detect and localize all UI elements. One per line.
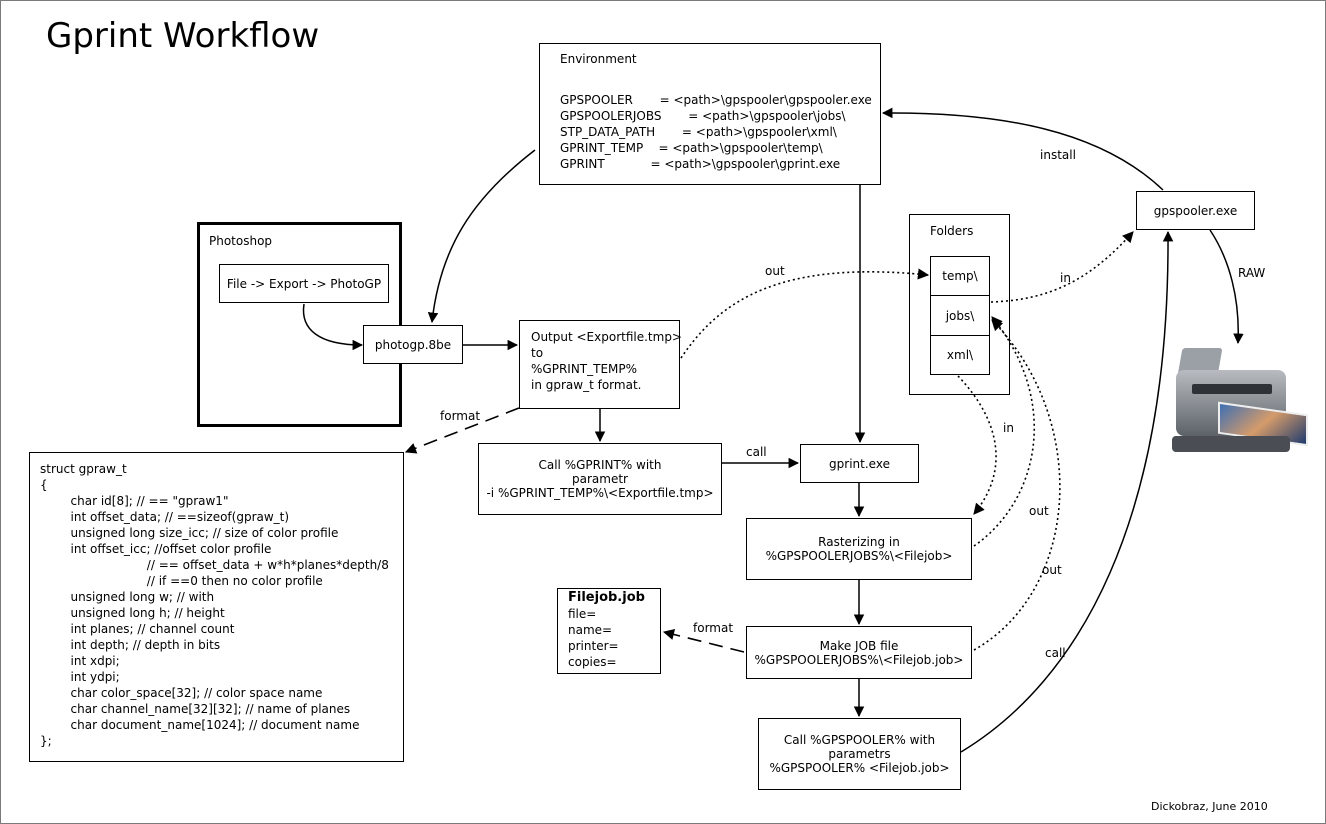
env-line-gprint: GPRINT = <path>\gpspooler\gprint.exe — [560, 157, 841, 171]
edge-label-format-job: format — [693, 621, 734, 635]
call-spooler-line: Call %GPSPOOLER% with — [783, 733, 936, 747]
struct-line: int offset_icc; //offset color profile — [40, 542, 272, 556]
arrow-makejob-to-jobs — [973, 319, 1061, 651]
struct-gpraw-box: struct gpraw_t { char id[8]; // == "gpraw… — [29, 452, 404, 762]
struct-line: // == offset_data + w*h*planes*depth/8 — [40, 558, 389, 572]
arrow-env-to-photogp — [427, 149, 536, 324]
call-gprint-line: -i %GPRINT_TEMP%\<Exportfile.tmp> — [486, 486, 714, 500]
photoshop-box: Photoshop — [197, 222, 402, 427]
struct-line: int xdpi; — [40, 654, 120, 668]
make-job-line: Make JOB file — [819, 638, 899, 653]
env-line-gpspoolerjobs: GPSPOOLERJOBS = <path>\gpspooler\jobs\ — [560, 109, 846, 123]
call-gprint-line: Call %GPRINT% with — [538, 458, 662, 472]
edge-label-raw: RAW — [1238, 266, 1266, 280]
edge-label-in-xml: in — [1003, 421, 1014, 435]
folder-jobs: jobs\ — [930, 295, 990, 336]
filejob-field: printer= — [568, 639, 619, 653]
make-job-box: Make JOB file %GPSPOOLERJOBS%\<Filejob.j… — [746, 626, 972, 679]
edge-label-call-gprint: call — [746, 445, 767, 459]
struct-line: char document_name[1024]; // document na… — [40, 718, 360, 732]
output-step-line: to — [531, 346, 544, 360]
struct-line: unsigned long h; // height — [40, 606, 225, 620]
edge-label-out-job: out — [1042, 563, 1062, 577]
make-job-line: %GPSPOOLERJOBS%\<Filejob.job> — [754, 652, 964, 667]
call-gprint-line: parametr — [572, 472, 628, 486]
filejob-field: name= — [568, 623, 613, 637]
edge-label-out-top: out — [765, 264, 785, 278]
arrow-spooler-raw — [1209, 229, 1244, 345]
rasterize-line: Rasterizing in — [818, 535, 900, 549]
edge-label-format-struct: format — [440, 409, 481, 423]
arrow-call-spooler — [960, 230, 1174, 753]
struct-line: int ydpi; — [40, 670, 120, 684]
folder-xml: xml\ — [930, 335, 990, 375]
rasterize-box: Rasterizing in %GPSPOOLERJOBS%\<Filejob> — [746, 518, 972, 580]
arrow-spooler-install — [881, 107, 1164, 191]
edge-label-install: install — [1040, 148, 1076, 162]
call-gprint-box: Call %GPRINT% with parametr -i %GPRINT_T… — [478, 443, 722, 515]
edge-label-out-raster: out — [1029, 504, 1049, 518]
arrow-xml-to-rasterize — [957, 375, 997, 515]
folder-temp: temp\ — [930, 256, 990, 296]
rasterize-line: %GPSPOOLERJOBS%\<Filejob> — [765, 549, 953, 563]
call-spooler-box: Call %GPSPOOLER% with parametrs %GPSPOOL… — [758, 718, 961, 790]
struct-line: unsigned long w; // with — [40, 590, 215, 604]
struct-line: int planes; // channel count — [40, 622, 235, 636]
struct-line: int depth; // depth in bits — [40, 638, 221, 652]
filejob-box: Filejob.job file= name= printer= copies= — [557, 588, 661, 674]
output-step-box: Output <Exportfile.tmp> to %GPRINT_TEMP%… — [519, 320, 682, 409]
arrow-menu-to-photogp — [302, 303, 364, 351]
output-step-line: %GPRINT_TEMP% — [531, 362, 638, 376]
environment-box: Environment GPSPOOLER = <path>\gpspooler… — [539, 43, 881, 185]
output-step-line: Output <Exportfile.tmp> — [531, 330, 682, 344]
struct-line: int offset_data; // ==sizeof(gpraw_t) — [40, 510, 290, 524]
struct-line: // if ==0 then no color profile — [40, 574, 323, 588]
photoshop-heading: Photoshop — [209, 234, 273, 248]
struct-line: char color_space[32]; // color space nam… — [40, 686, 323, 700]
photoshop-menu-path: File -> Export -> PhotoGP — [219, 264, 389, 303]
filejob-field: copies= — [568, 655, 617, 669]
printer-icon — [1172, 344, 1308, 462]
page-title: Gprint Workflow — [46, 16, 320, 56]
environment-heading: Environment — [560, 52, 637, 66]
arrow-temp-to-spooler — [990, 231, 1134, 303]
gpspooler-exe-box: gpspooler.exe — [1136, 191, 1255, 230]
struct-line: struct gpraw_t — [40, 462, 127, 476]
struct-line: char channel_name[32][32]; // name of pl… — [40, 702, 351, 716]
gprint-exe-box: gprint.exe — [800, 444, 919, 483]
folders-heading: Folders — [930, 224, 974, 238]
struct-line: char id[8]; // == "gpraw1" — [40, 494, 229, 508]
filejob-field: file= — [568, 607, 597, 621]
struct-line: unsigned long size_icc; // size of color… — [40, 526, 339, 540]
edge-label-call-spooler: call — [1045, 646, 1066, 660]
env-line-gpspooler: GPSPOOLER = <path>\gpspooler\gpspooler.e… — [560, 93, 872, 107]
arrow-output-to-temp — [680, 268, 930, 359]
filejob-heading: Filejob.job — [568, 590, 645, 605]
env-line-gprint-temp: GPRINT_TEMP = <path>\gpspooler\temp\ — [560, 141, 823, 155]
call-spooler-line: %GPSPOOLER% <Filejob.job> — [769, 761, 950, 775]
output-step-line: in gpraw_t format. — [531, 378, 642, 392]
call-spooler-line: parametrs — [828, 747, 891, 761]
struct-line: { — [40, 478, 48, 492]
struct-line: }; — [40, 734, 52, 748]
photogp-plugin-box: photogp.8be — [363, 325, 463, 364]
edge-label-in-top: in — [1060, 271, 1071, 285]
arrow-format-job — [662, 629, 745, 653]
arrow-rasterize-to-jobs — [973, 316, 1036, 547]
arrow-format-struct — [404, 407, 520, 454]
env-line-stp-data-path: STP_DATA_PATH = <path>\gpspooler\xml\ — [560, 125, 837, 139]
footer-credit: Dickobraz, June 2010 — [1151, 800, 1268, 813]
